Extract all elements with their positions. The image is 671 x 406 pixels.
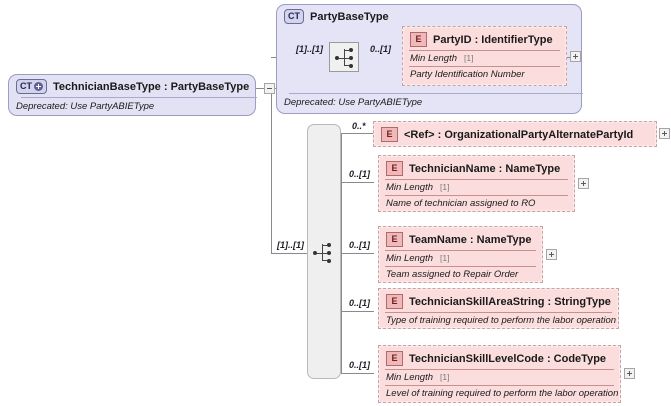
element-box-technicianname[interactable]: E TechnicianName : NameType Min Length [1… [378, 155, 575, 212]
skillarea-documentation: Type of training required to perform the… [386, 315, 617, 326]
sequence-icon [330, 43, 360, 73]
ref-name: <Ref> : OrganizationalPartyAlternatePart… [404, 128, 634, 141]
cardinality-ref: 0..* [352, 121, 366, 131]
skilllevel-divider-1 [385, 369, 614, 370]
element-icon: E [386, 161, 403, 176]
connector-seq-to-techniciannname [341, 182, 374, 183]
cardinality-partybasetype-sequence: [1]..[1] [296, 44, 323, 54]
technicianbasetype-title-row: CT TechnicianBaseType : PartyBaseType [9, 75, 255, 97]
element-icon: E [410, 32, 427, 47]
skilllevel-title-row: E TechnicianSkillLevelCode : CodeType [380, 347, 619, 369]
cardinality-partyid: 0..[1] [370, 44, 392, 54]
element-inner-technicianname: E TechnicianName : NameType Min Length [1… [380, 157, 573, 210]
technicianname-name: TechnicianName : NameType [409, 162, 561, 175]
complextype-icon: CT [284, 9, 304, 24]
connector-root-to-toggle [256, 88, 264, 89]
teamname-documentation: Team assigned to Repair Order [386, 269, 519, 280]
teamname-facet-value: [1] [440, 253, 450, 263]
collapse-toggle-technicianbasetype[interactable] [264, 83, 275, 94]
partyid-title-row: E PartyID : IdentifierType [404, 28, 565, 50]
partyid-documentation: Party Identification Number [410, 69, 525, 80]
element-inner-partyid: E PartyID : IdentifierType Min Length [1]… [404, 28, 565, 84]
connector-seq-to-skilllevel [341, 373, 374, 374]
technicianname-facet: Min Length [1] [380, 180, 573, 195]
complextype-box-technicianbasetype[interactable]: CT TechnicianBaseType : PartyBaseType De… [8, 74, 257, 116]
skillarea-name: TechnicianSkillAreaString : StringType [409, 295, 611, 308]
connector-seq-to-ref [341, 133, 374, 134]
partyid-facet: Min Length [1] [404, 51, 565, 66]
skilllevel-name: TechnicianSkillLevelCode : CodeType [409, 352, 607, 365]
partybasetype-title-row: CT PartyBaseType [277, 5, 581, 27]
expand-toggle-ref[interactable] [659, 128, 670, 139]
cardinality-skillarea: 0..[1] [349, 298, 371, 308]
teamname-name: TeamName : NameType [409, 233, 532, 246]
element-box-skillarea[interactable]: E TechnicianSkillAreaString : StringType… [378, 288, 619, 329]
partyid-name: PartyID : IdentifierType [433, 33, 553, 46]
teamname-facet: Min Length [1] [380, 251, 541, 266]
element-inner-skilllevel: E TechnicianSkillLevelCode : CodeType Mi… [380, 347, 619, 401]
partyid-divider-1 [409, 50, 560, 51]
cardinality-skilllevel: 0..[1] [349, 360, 371, 370]
partyid-facet-value: [1] [464, 53, 474, 63]
cardinality-teamname: 0..[1] [349, 240, 371, 250]
element-box-skilllevel[interactable]: E TechnicianSkillLevelCode : CodeType Mi… [378, 345, 621, 403]
skilllevel-facet-label: Min Length [386, 372, 434, 383]
technicianname-facet-label: Min Length [386, 182, 434, 193]
complextype-expandable-icon: CT [16, 79, 47, 94]
expand-toggle-skilllevel[interactable] [624, 368, 635, 379]
technicianname-title-row: E TechnicianName : NameType [380, 157, 573, 179]
technicianname-documentation: Name of technician assigned to RO [386, 198, 536, 209]
teamname-title-row: E TeamName : NameType [380, 228, 541, 250]
partybasetype-name: PartyBaseType [310, 10, 389, 23]
connector-partyid-right-stub [567, 57, 571, 58]
element-inner-teamname: E TeamName : NameType Min Length [1] Team… [380, 228, 541, 281]
partyid-facet-label: Min Length [410, 53, 458, 64]
expand-toggle-partyid[interactable] [570, 51, 581, 62]
element-box-ref[interactable]: E <Ref> : OrganizationalPartyAlternatePa… [373, 121, 657, 147]
technicianname-divider-2 [385, 195, 568, 196]
connector-trunk-to-sequence [271, 253, 311, 254]
connector-trunk-vertical [271, 88, 272, 254]
element-icon: E [386, 351, 403, 366]
element-icon: E [386, 232, 403, 247]
element-box-teamname[interactable]: E TeamName : NameType Min Length [1] Team… [378, 226, 543, 283]
skilllevel-documentation: Level of training required to perform th… [386, 388, 619, 399]
partybasetype-documentation: Deprecated: Use PartyABIEType [284, 97, 423, 108]
partybasetype-divider [289, 93, 583, 94]
sequence-compositor-panel[interactable] [307, 124, 341, 379]
ref-title-row: E <Ref> : OrganizationalPartyAlternatePa… [375, 123, 655, 145]
cardinality-extension-sequence: [1]..[1] [277, 240, 304, 250]
expand-toggle-technicianname[interactable] [578, 178, 589, 189]
element-icon: E [386, 294, 403, 309]
teamname-divider-2 [385, 266, 536, 267]
skillarea-title-row: E TechnicianSkillAreaString : StringType [380, 290, 617, 312]
technicianbasetype-divider [21, 97, 257, 98]
element-box-partyid[interactable]: E PartyID : IdentifierType Min Length [1]… [402, 26, 567, 86]
technicianbasetype-name: TechnicianBaseType : PartyBaseType [53, 80, 250, 93]
skilllevel-facet: Min Length [1] [380, 370, 619, 385]
teamname-facet-label: Min Length [386, 253, 434, 264]
skillarea-divider [385, 312, 612, 313]
teamname-divider-1 [385, 250, 536, 251]
element-icon: E [381, 127, 398, 142]
element-inner-ref: E <Ref> : OrganizationalPartyAlternatePa… [375, 123, 655, 145]
sequence-compositor-partybasetype[interactable] [329, 42, 359, 72]
sequence-icon-extension [310, 238, 340, 268]
connector-seq-to-teamname [341, 253, 374, 254]
element-inner-skillarea: E TechnicianSkillAreaString : StringType… [380, 290, 617, 327]
skilllevel-facet-value: [1] [440, 372, 450, 382]
connector-seq-to-skillarea [341, 311, 374, 312]
skilllevel-divider-2 [385, 385, 614, 386]
technicianname-facet-value: [1] [440, 182, 450, 192]
cardinality-technicianname: 0..[1] [349, 169, 371, 179]
technicianbasetype-documentation: Deprecated: Use PartyABIEType [16, 101, 155, 112]
partyid-divider-2 [409, 66, 560, 67]
technicianname-divider-1 [385, 179, 568, 180]
expand-toggle-teamname[interactable] [546, 249, 557, 260]
